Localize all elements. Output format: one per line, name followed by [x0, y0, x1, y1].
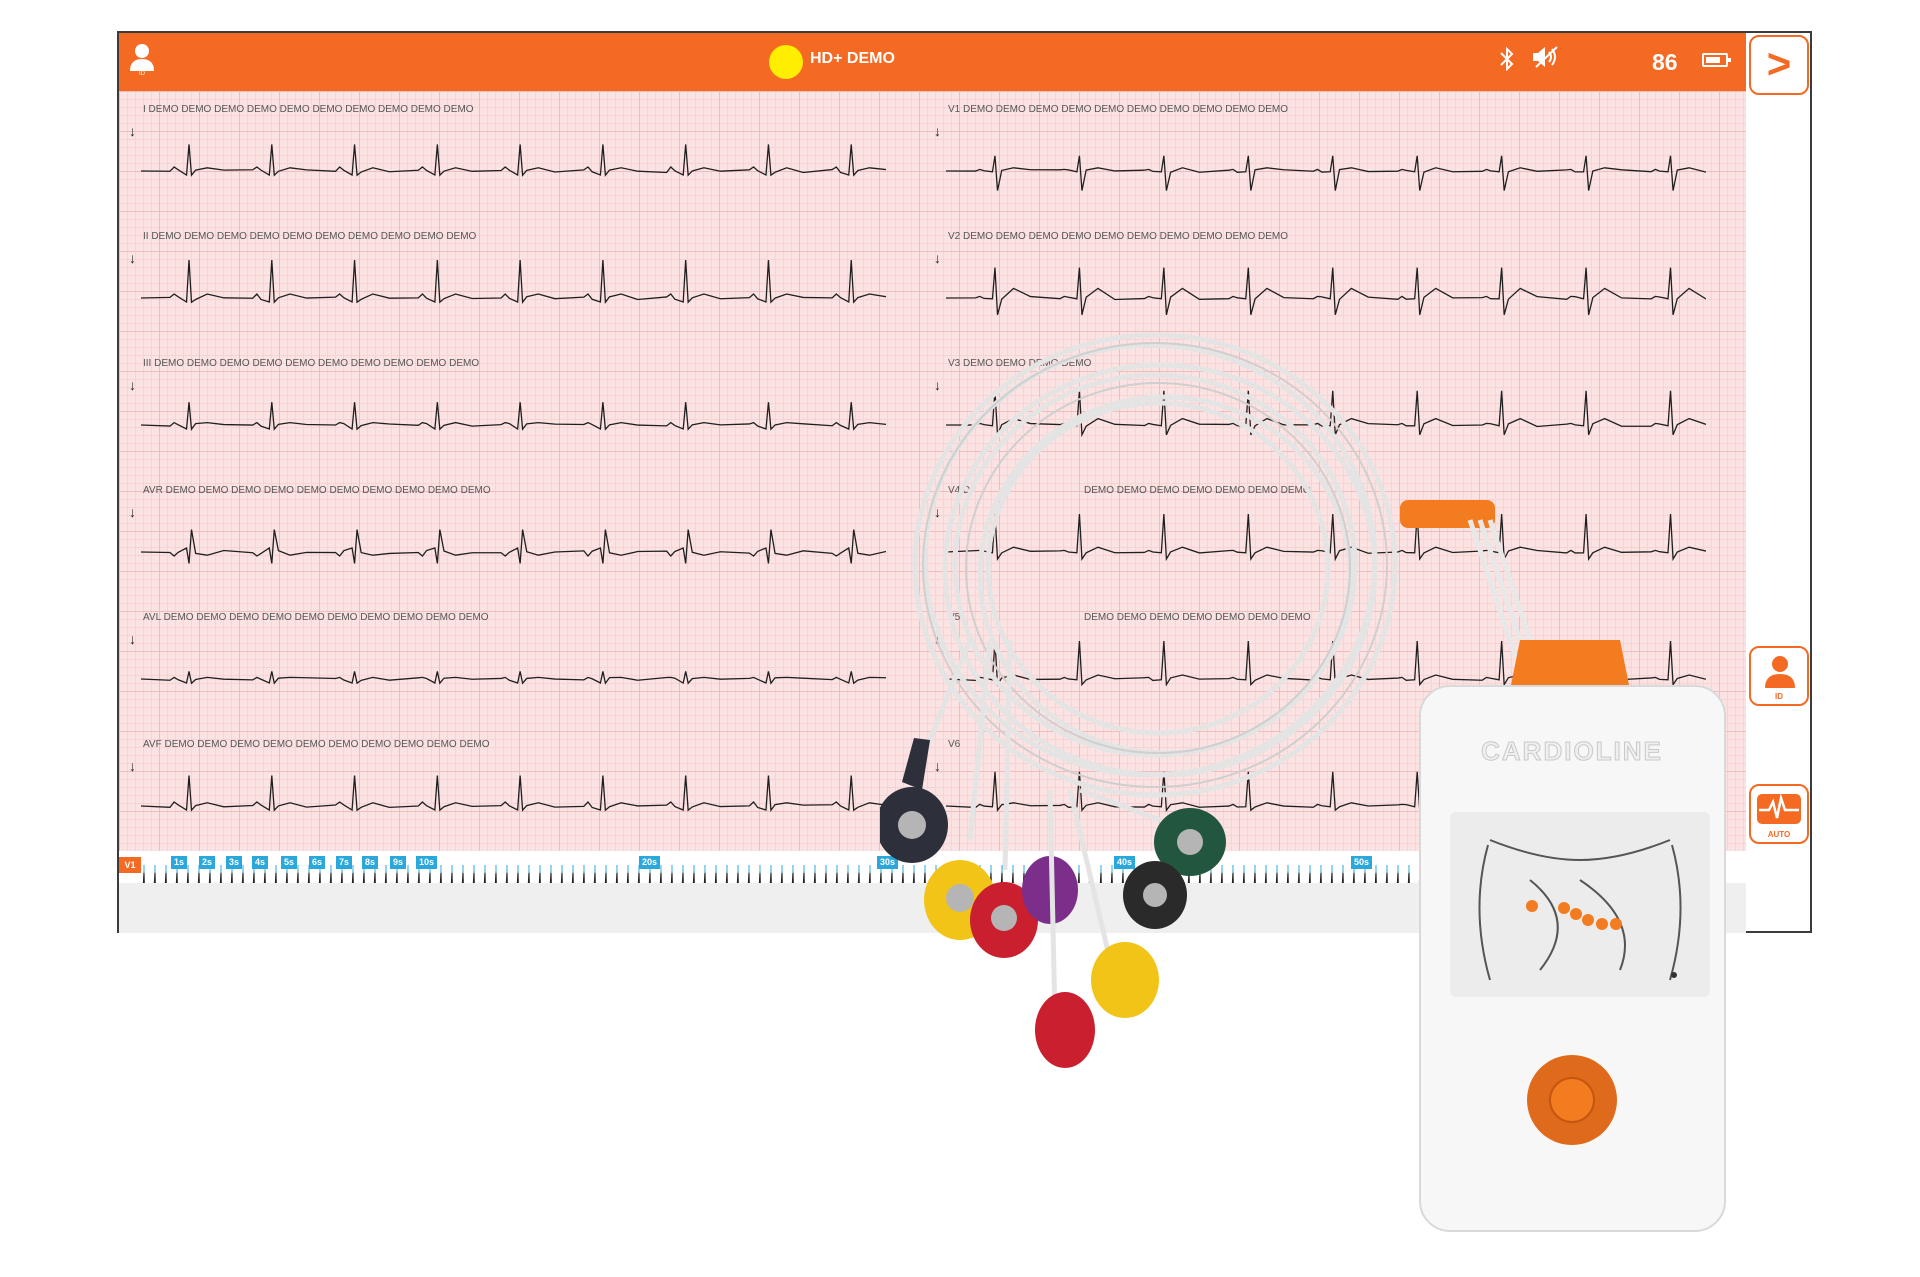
- battery-level: [1706, 57, 1720, 63]
- top-bar: ID HD+ DEMO 86: [119, 33, 1746, 91]
- chest-diagram-panel: [1450, 812, 1710, 997]
- page-title: HD+ DEMO: [810, 50, 895, 68]
- volume-icon[interactable]: [1531, 45, 1561, 75]
- status-indicator: [769, 45, 803, 79]
- electrode-red-2: [1035, 790, 1095, 1068]
- heart-rate-value: 86: [1652, 49, 1678, 76]
- electrode-leads: [880, 640, 1226, 1068]
- ecg-trace: [141, 367, 886, 467]
- ecg-trace: [141, 494, 886, 594]
- ecg-trace: [141, 748, 886, 848]
- calibration-arrow-icon: ↓: [934, 250, 941, 266]
- next-button[interactable]: >: [1749, 35, 1809, 95]
- bluetooth-glyph: [1499, 47, 1515, 71]
- user-glyph: [129, 43, 155, 71]
- scrubber-lead-tag: V1: [119, 857, 141, 873]
- ecg-trace: [141, 240, 886, 340]
- calibration-arrow-icon: ↓: [129, 504, 136, 520]
- calibration-arrow-icon: ↓: [129, 631, 136, 647]
- calibration-arrow-icon: ↓: [129, 758, 136, 774]
- user-caption: ID: [139, 71, 145, 77]
- electrode-black: [1123, 861, 1187, 929]
- calibration-arrow-icon: ↓: [129, 250, 136, 266]
- volume-glyph: [1531, 45, 1561, 69]
- user-icon[interactable]: ID: [129, 43, 157, 79]
- cable-bundle: [915, 335, 1395, 795]
- ecg-trace: [141, 113, 886, 213]
- calibration-arrow-icon: ↓: [129, 377, 136, 393]
- device-brand: CARDIOLINE: [1481, 736, 1663, 766]
- bluetooth-icon[interactable]: [1499, 47, 1515, 77]
- electrode-dark-gray: [880, 640, 970, 863]
- ecg-trace: [141, 621, 886, 721]
- battery-icon: [1702, 53, 1728, 67]
- device-connector: [1510, 640, 1630, 690]
- calibration-arrow-icon: ↓: [934, 123, 941, 139]
- ecg-device-illustration: CARDIOLINE: [880, 320, 1780, 1270]
- ecg-trace: [946, 113, 1706, 213]
- calibration-arrow-icon: ↓: [129, 123, 136, 139]
